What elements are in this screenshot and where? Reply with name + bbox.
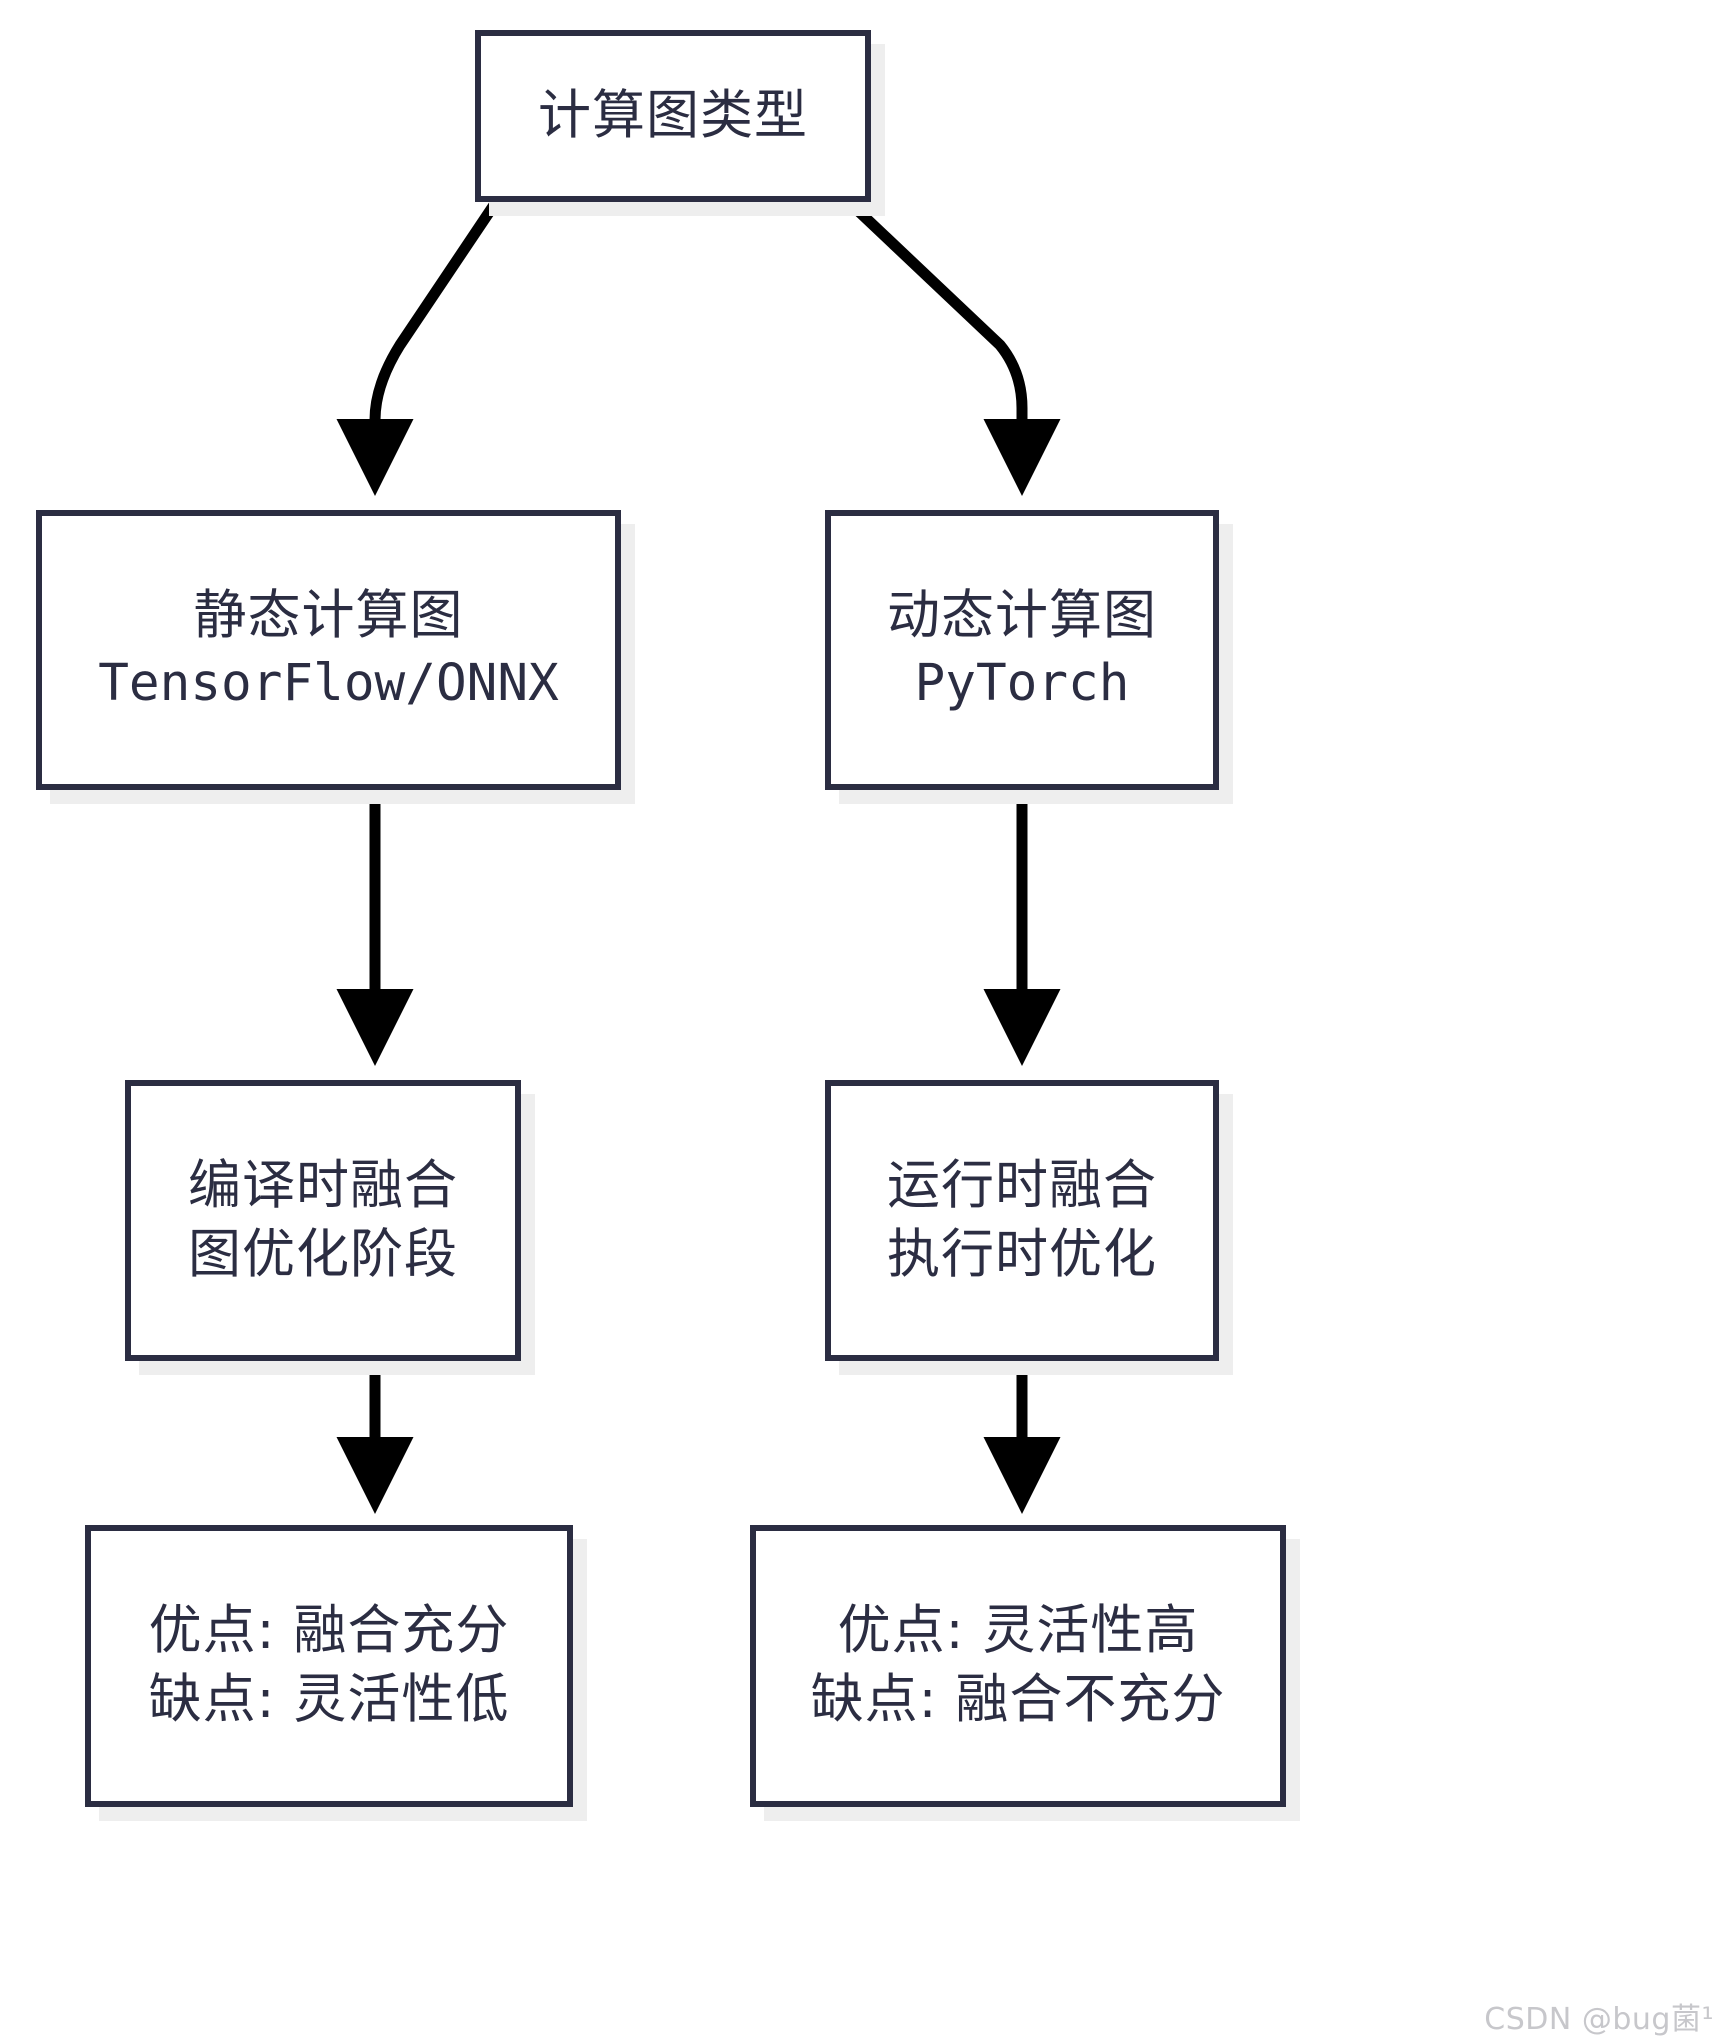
node-static-graph-title: 静态计算图: [193, 585, 464, 647]
node-runtime-fusion[interactable]: 运行时融合 执行时优化: [825, 1080, 1219, 1361]
node-compile-time-fusion-line1: 编译时融合: [188, 1154, 458, 1216]
edge-root-to-dynamic: [848, 201, 1061, 496]
node-static-graph[interactable]: 静态计算图 TensorFlow/ONNX: [36, 510, 621, 790]
node-dynamic-pros: 优点: 灵活性高: [837, 1600, 1199, 1662]
csdn-watermark: CSDN @bug菌¹: [1484, 2002, 1714, 2037]
node-dynamic-cons: 缺点: 融合不充分: [810, 1669, 1226, 1730]
node-static-graph-frameworks: TensorFlow/ONNX: [98, 654, 559, 714]
edge-root-to-static: [336, 201, 499, 496]
node-runtime-fusion-line2: 执行时优化: [887, 1223, 1157, 1285]
node-dynamic-graph-frameworks: PyTorch: [914, 654, 1130, 714]
node-static-pros-cons[interactable]: 优点: 融合充分 缺点: 灵活性低: [85, 1525, 573, 1807]
node-runtime-fusion-line1: 运行时融合: [887, 1154, 1157, 1216]
node-static-cons: 缺点: 灵活性低: [148, 1669, 510, 1730]
node-static-pros: 优点: 融合充分: [148, 1600, 510, 1662]
node-compile-time-fusion-line2: 图优化阶段: [188, 1223, 458, 1285]
node-dynamic-graph[interactable]: 动态计算图 PyTorch: [825, 510, 1219, 790]
node-dynamic-pros-cons[interactable]: 优点: 灵活性高 缺点: 融合不充分: [750, 1525, 1286, 1807]
node-dynamic-graph-title: 动态计算图: [887, 585, 1157, 647]
node-graph-type-label: 计算图类型: [538, 84, 808, 146]
node-graph-type[interactable]: 计算图类型: [475, 30, 871, 202]
node-compile-time-fusion[interactable]: 编译时融合 图优化阶段: [125, 1080, 521, 1361]
